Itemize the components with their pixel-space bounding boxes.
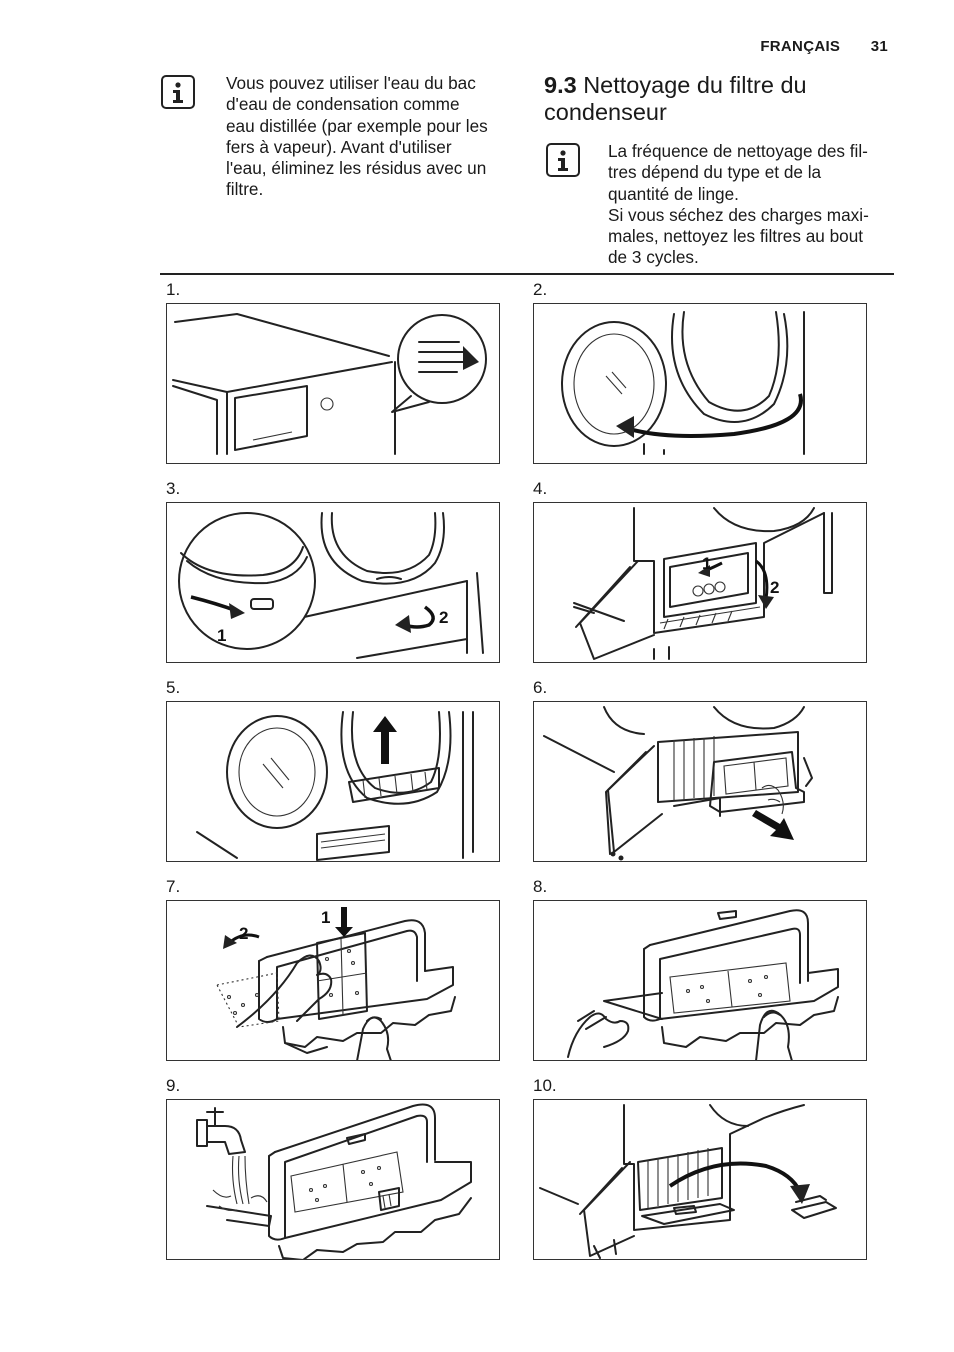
step-label: 5.: [166, 678, 181, 697]
info-icon: [161, 75, 195, 109]
step-illustration-3: 1 2: [166, 502, 500, 663]
note-left-line: Vous pouvez utiliser l'eau du bac: [226, 73, 476, 93]
step-illustration-7: 2 1: [166, 900, 500, 1061]
step-illustration-1: [166, 303, 500, 464]
note-left-line: eau distillée (par exemple pour les: [226, 115, 488, 136]
menu-arrow-icon: [418, 341, 479, 373]
step-label: 8.: [533, 877, 548, 896]
section-number: 9.3: [544, 72, 577, 98]
step-illustration-9: [166, 1099, 500, 1260]
note-right-text: La fréquence de nettoyage des fil- tres …: [608, 141, 898, 269]
water-stream-icon: [212, 1155, 268, 1212]
note-left-line: d'eau de condensation comme: [226, 94, 460, 115]
step-label: 2.: [533, 280, 548, 299]
page-header: FRANÇAIS 31: [760, 38, 888, 55]
note-left-line: fers à vapeur). Avant d'utiliser: [226, 136, 452, 157]
step-label: 4.: [533, 479, 548, 498]
note-right-line: de 3 cycles.: [608, 247, 699, 268]
page-number: 31: [870, 38, 888, 55]
step-illustration-8: [533, 900, 867, 1061]
step-illustration-6: [533, 701, 867, 862]
section-title: 9.3 Nettoyage du filtre du condenseur: [544, 72, 884, 126]
water-tap-icon: [196, 1107, 246, 1155]
step-label: 3.: [166, 479, 181, 498]
note-right-line: males, nettoyez les filtres au bout: [608, 226, 864, 247]
section-divider: [160, 273, 894, 275]
section-title-text: Nettoyage du filtre du condenseur: [544, 72, 807, 125]
step-illustration-2: [533, 303, 867, 464]
note-left-line: filtre.: [226, 179, 264, 200]
step-label: 1.: [166, 280, 181, 299]
step-label: 6.: [533, 678, 548, 697]
callout-1: 1: [217, 626, 226, 645]
callout-2: 2: [239, 924, 248, 943]
header-section: FRANÇAIS: [760, 38, 841, 55]
callout-2: 2: [439, 608, 448, 627]
note-right-line: tres dépend du type et de la: [608, 162, 822, 183]
callout-1: 1: [702, 554, 711, 573]
step-label: 7.: [166, 877, 181, 896]
step-illustration-5: [166, 701, 500, 862]
info-icon: [546, 143, 580, 177]
step-illustration-4: 1 2: [533, 502, 867, 663]
step-label: 10.: [533, 1076, 557, 1095]
note-right-line: Si vous séchez des charges maxi-: [608, 204, 869, 225]
note-left-text: Vous pouvez utiliser l'eau du bac d'eau …: [226, 73, 516, 201]
callout-1: 1: [321, 908, 330, 927]
callout-2: 2: [770, 578, 779, 597]
note-right-line: quantité de linge.: [608, 183, 739, 204]
step-label: 9.: [166, 1076, 181, 1095]
step-illustration-10: [533, 1099, 867, 1260]
note-left-line: l'eau, éliminez les résidus avec un: [226, 158, 487, 179]
note-right-line: La fréquence de nettoyage des fil-: [608, 141, 868, 161]
